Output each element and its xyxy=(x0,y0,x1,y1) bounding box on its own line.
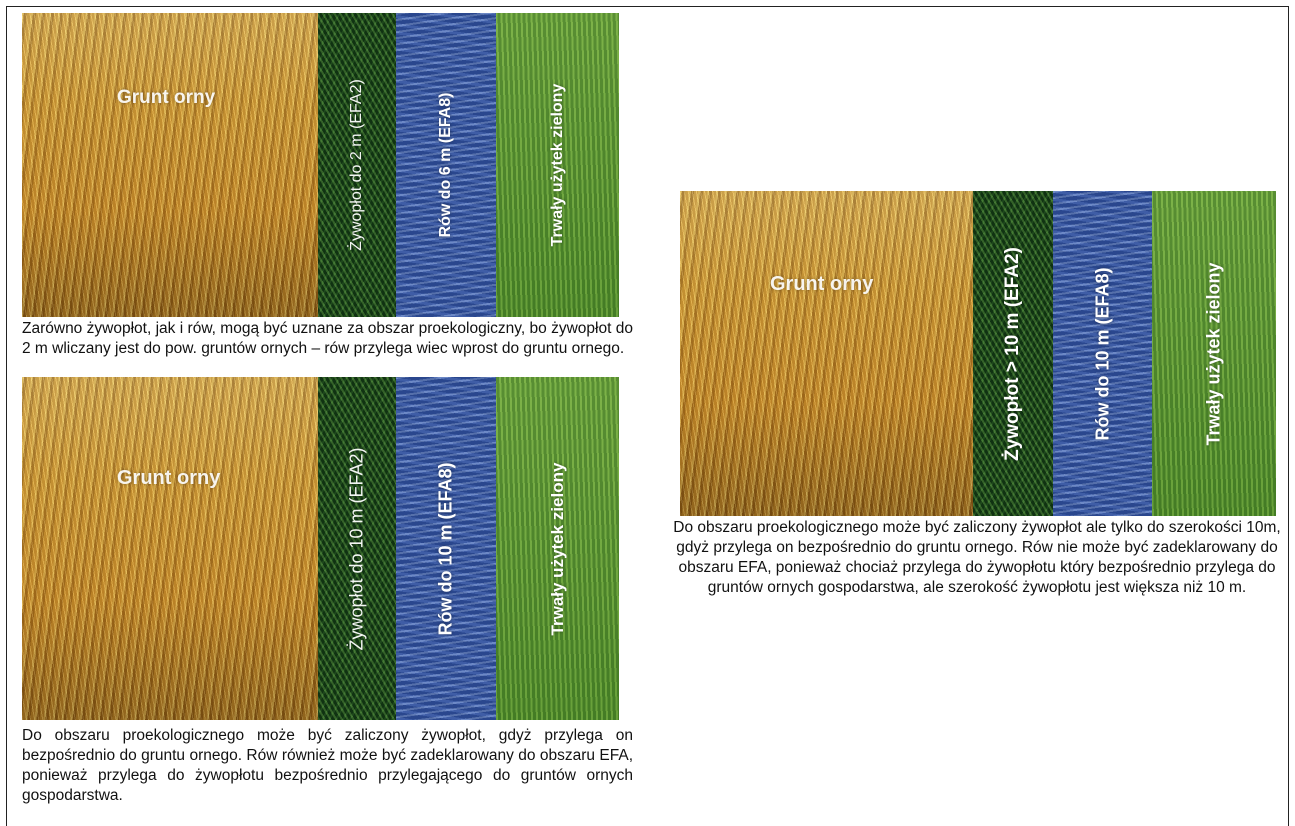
ditch-label: Rów do 10 m (EFA8) xyxy=(1092,266,1112,441)
diagram-top: Grunt orny Żywopłot do 2 m (EFA2) Rów do… xyxy=(22,13,619,317)
caption-top: Zarówno żywopłot, jak i rów, mogą być uz… xyxy=(22,320,633,357)
hedge-strip: Żywopłot > 10 m (EFA2) xyxy=(973,191,1053,516)
hedge-strip: Żywopłot do 2 m (EFA2) xyxy=(318,13,396,317)
grassland-label: Trwały użytek zielony xyxy=(548,83,566,247)
grassland-strip: Trwały użytek zielony xyxy=(496,13,619,317)
grassland-strip: Trwały użytek zielony xyxy=(496,377,619,720)
arable-land-label: Grunt orny xyxy=(117,87,216,108)
hedge-label: Żywopłot do 10 m (EFA2) xyxy=(346,446,367,651)
ditch-label: Rów do 10 m (EFA8) xyxy=(435,461,456,636)
ditch-strip: Rów do 10 m (EFA8) xyxy=(396,377,496,720)
arable-land-strip: Grunt orny xyxy=(22,13,318,317)
diagram-right: Grunt orny Żywopłot > 10 m (EFA2) Rów do… xyxy=(680,191,1276,516)
hedge-label: Żywopłot do 2 m (EFA2) xyxy=(348,79,365,251)
hedge-label: Żywopłot > 10 m (EFA2) xyxy=(1002,246,1023,461)
diagram-bottom: Grunt orny Żywopłot do 10 m (EFA2) Rów d… xyxy=(22,377,619,720)
caption-right: Do obszaru proekologicznego może być zal… xyxy=(673,519,1281,596)
grassland-label: Trwały użytek zielony xyxy=(547,462,567,635)
grassland-strip: Trwały użytek zielony xyxy=(1152,191,1276,516)
arable-land-label: Grunt orny xyxy=(770,273,874,295)
ditch-strip: Rów do 10 m (EFA8) xyxy=(1053,191,1152,516)
grassland-label: Trwały użytek zielony xyxy=(1203,261,1224,446)
caption-bottom: Do obszaru proekologicznego może być zal… xyxy=(22,727,633,804)
ditch-label: Rów do 6 m (EFA8) xyxy=(437,92,454,238)
hedge-strip: Żywopłot do 10 m (EFA2) xyxy=(318,377,396,720)
arable-land-strip: Grunt orny xyxy=(680,191,973,516)
ditch-strip: Rów do 6 m (EFA8) xyxy=(396,13,496,317)
page-frame xyxy=(6,6,1289,826)
arable-land-strip: Grunt orny xyxy=(22,377,318,720)
arable-land-label: Grunt orny xyxy=(117,467,221,489)
